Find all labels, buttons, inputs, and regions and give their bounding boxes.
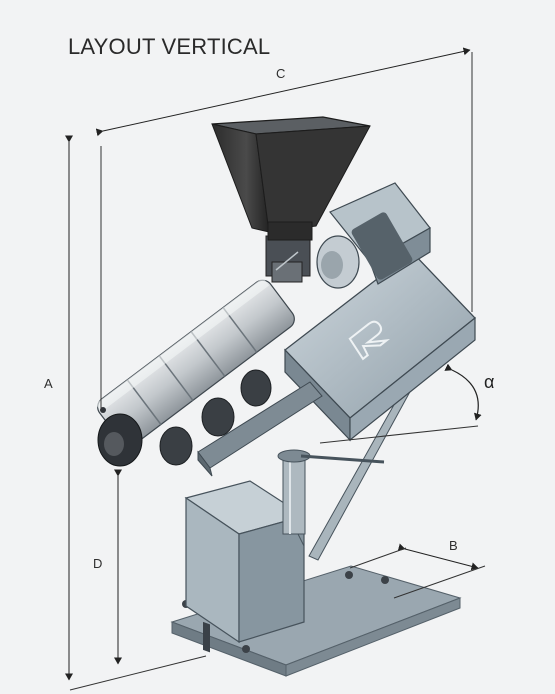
extension-line-b-right [393,565,486,599]
drive-housing [284,251,476,442]
angle-reference-line [319,425,479,444]
diagram-title: LAYOUT VERTICAL [68,34,271,59]
cable-tray [197,381,323,477]
dimension-c-label: C [276,66,286,81]
cooling-fans [159,369,272,466]
extension-line-b-left [349,547,407,569]
dimension-a-label: A [44,376,53,391]
control-cabinet [184,480,306,653]
feed-throat [265,235,311,283]
angle-alpha-label: α [484,372,495,392]
dimension-d-label: D [93,556,103,571]
support-column [277,449,311,535]
dimension-b-line [397,543,479,571]
die-head [97,407,143,467]
barrel [95,277,295,447]
dimension-c-line [95,47,471,137]
dimension-b-label: B [449,538,458,553]
brand-logo [348,320,391,361]
angle-alpha-arc [444,363,482,421]
dimension-lines [65,47,486,691]
motor [316,182,431,289]
extension-line-bottom [69,655,207,691]
